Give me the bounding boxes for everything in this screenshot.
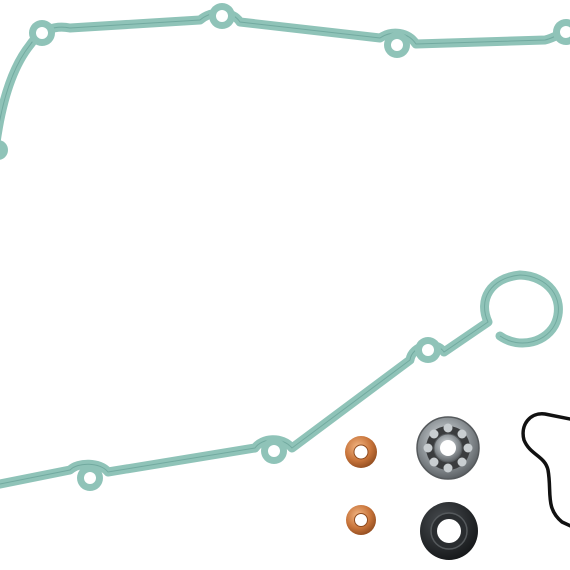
gasket-edge	[0, 12, 570, 122]
cover-gasket	[0, 3, 570, 491]
oil-seal	[420, 502, 478, 560]
bolt-hole	[0, 140, 8, 160]
copper-washer	[345, 436, 377, 468]
gasket-bolt-holes	[0, 3, 570, 491]
copper-washers	[345, 436, 377, 535]
copper-washer	[346, 505, 376, 535]
bearing-balls	[423, 423, 473, 473]
ball-bearing	[416, 416, 480, 480]
o-ring-gasket	[521, 412, 570, 528]
gasket-outline	[0, 8, 570, 147]
gasket-lower-edge	[0, 274, 559, 485]
